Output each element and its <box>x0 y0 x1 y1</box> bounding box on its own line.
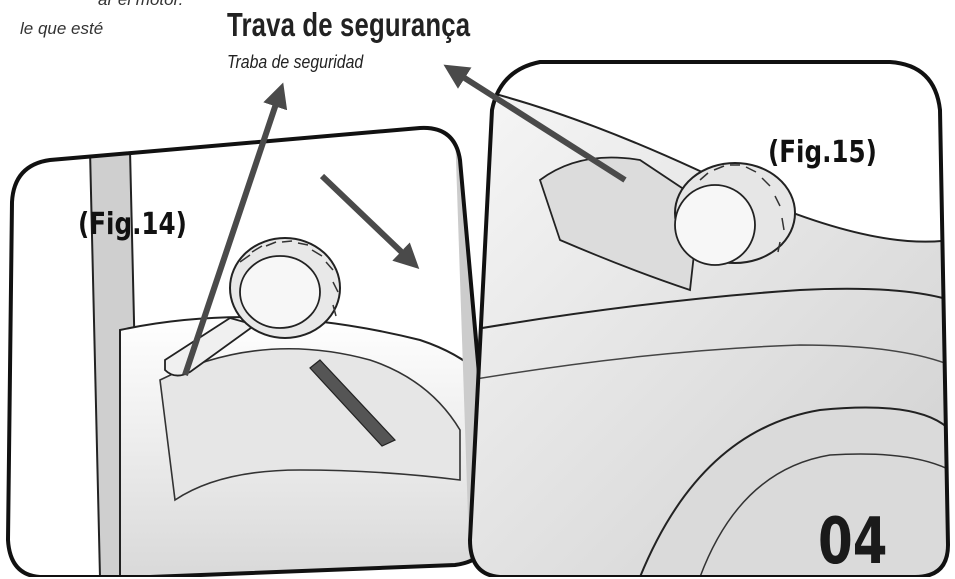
figure-14-panel <box>5 125 495 577</box>
callout-arrows <box>182 64 627 376</box>
cropped-text-fragment: ar el motor. le que esté <box>0 0 183 40</box>
figure-15-label: (Fig.15) <box>768 135 877 170</box>
direction-arrow <box>319 173 420 269</box>
figure-15-panel <box>467 60 951 577</box>
cropped-text-line-2: le que esté <box>20 19 104 38</box>
page-number: 04 <box>818 505 888 579</box>
arrow-to-lever-right <box>443 64 627 183</box>
heading-title: Trava de segurança <box>227 6 471 43</box>
figure-14-label: (Fig.14) <box>78 207 187 242</box>
cropped-text-line-1: ar el motor. <box>98 0 183 11</box>
heading-subtitle: Traba de seguridad <box>227 52 364 72</box>
arrow-to-lever-left <box>182 82 288 376</box>
